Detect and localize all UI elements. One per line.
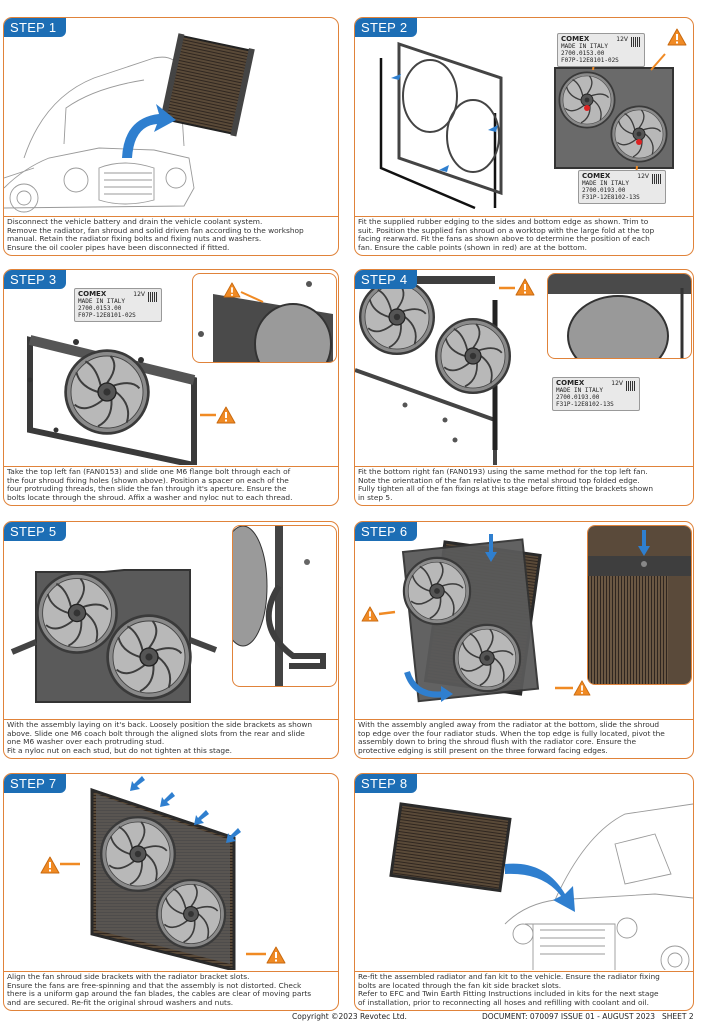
step-8-card: Re-fit the assembled radiator and fan ki… — [354, 773, 694, 1011]
step-6-description: With the assembly angled away from the r… — [358, 720, 665, 755]
step-4-detail-inset — [547, 273, 692, 359]
warning-icon — [361, 606, 379, 622]
step-2-badge: STEP 2 — [355, 18, 418, 37]
step-5-card: With the assembly laying on it's back. L… — [3, 521, 339, 759]
step-1-card: Disconnect the vehicle battery and drain… — [3, 17, 339, 256]
step-6-card: With the assembly angled away from the r… — [354, 521, 694, 759]
step-1-illustration — [4, 33, 255, 213]
warning-icon — [667, 28, 687, 46]
warning-icon — [515, 278, 535, 296]
step-5-detail-inset — [232, 525, 337, 687]
step-3-badge: STEP 3 — [4, 270, 67, 289]
step-8-description: Re-fit the assembled radiator and fan ki… — [358, 972, 660, 1007]
step-8-badge: STEP 8 — [355, 774, 418, 793]
radiator — [159, 33, 255, 137]
footer-sheet: SHEET 2 — [662, 1012, 694, 1021]
car-outline — [4, 56, 195, 213]
step-3-detail-inset — [192, 273, 337, 363]
step-6-illustration — [361, 534, 591, 703]
car-outline — [504, 803, 693, 970]
step-5-description: With the assembly laying on it's back. L… — [7, 720, 313, 755]
footer-copyright: Copyright ©2023 Revotec Ltd. — [292, 1012, 407, 1021]
radiator — [389, 802, 512, 893]
step-3-illustration — [27, 335, 236, 465]
step-7-card: Align the fan shroud side brackets with … — [3, 773, 339, 1011]
blue-arrow — [505, 863, 575, 912]
step-7-illustration — [40, 776, 286, 970]
warning-icon — [40, 856, 60, 874]
step-6-detail-inset — [587, 525, 692, 685]
step-5-illustration — [10, 569, 218, 703]
step-4-badge: STEP 4 — [355, 270, 418, 289]
step-4-description: Fit the bottom right fan (FAN0193) using… — [358, 467, 654, 502]
blue-arrow — [122, 104, 176, 158]
bare-shroud — [397, 41, 503, 196]
step-8-illustration — [389, 802, 693, 970]
step-6-badge: STEP 6 — [355, 522, 418, 541]
step-1-badge: STEP 1 — [4, 18, 67, 37]
warning-icon — [573, 680, 591, 696]
step-2-illustration — [379, 28, 687, 210]
fan-shroud-assembly — [554, 67, 674, 169]
blue-arrows — [130, 776, 241, 843]
step-7-description: Align the fan shroud side brackets with … — [7, 972, 312, 1007]
warning-icon — [266, 946, 286, 964]
footer-document: DOCUMENT: 070097 ISSUE 01 - AUGUST 2023 — [482, 1012, 656, 1021]
step-7-badge: STEP 7 — [4, 774, 67, 793]
step-2-description: Fit the supplied rubber edging to the si… — [358, 217, 655, 252]
step-3-description: Take the top left fan (FAN0153) and slid… — [7, 467, 293, 502]
warning-icon — [216, 406, 236, 424]
step-1-description: Disconnect the vehicle battery and drain… — [7, 217, 304, 252]
step-5-badge: STEP 5 — [4, 522, 67, 541]
